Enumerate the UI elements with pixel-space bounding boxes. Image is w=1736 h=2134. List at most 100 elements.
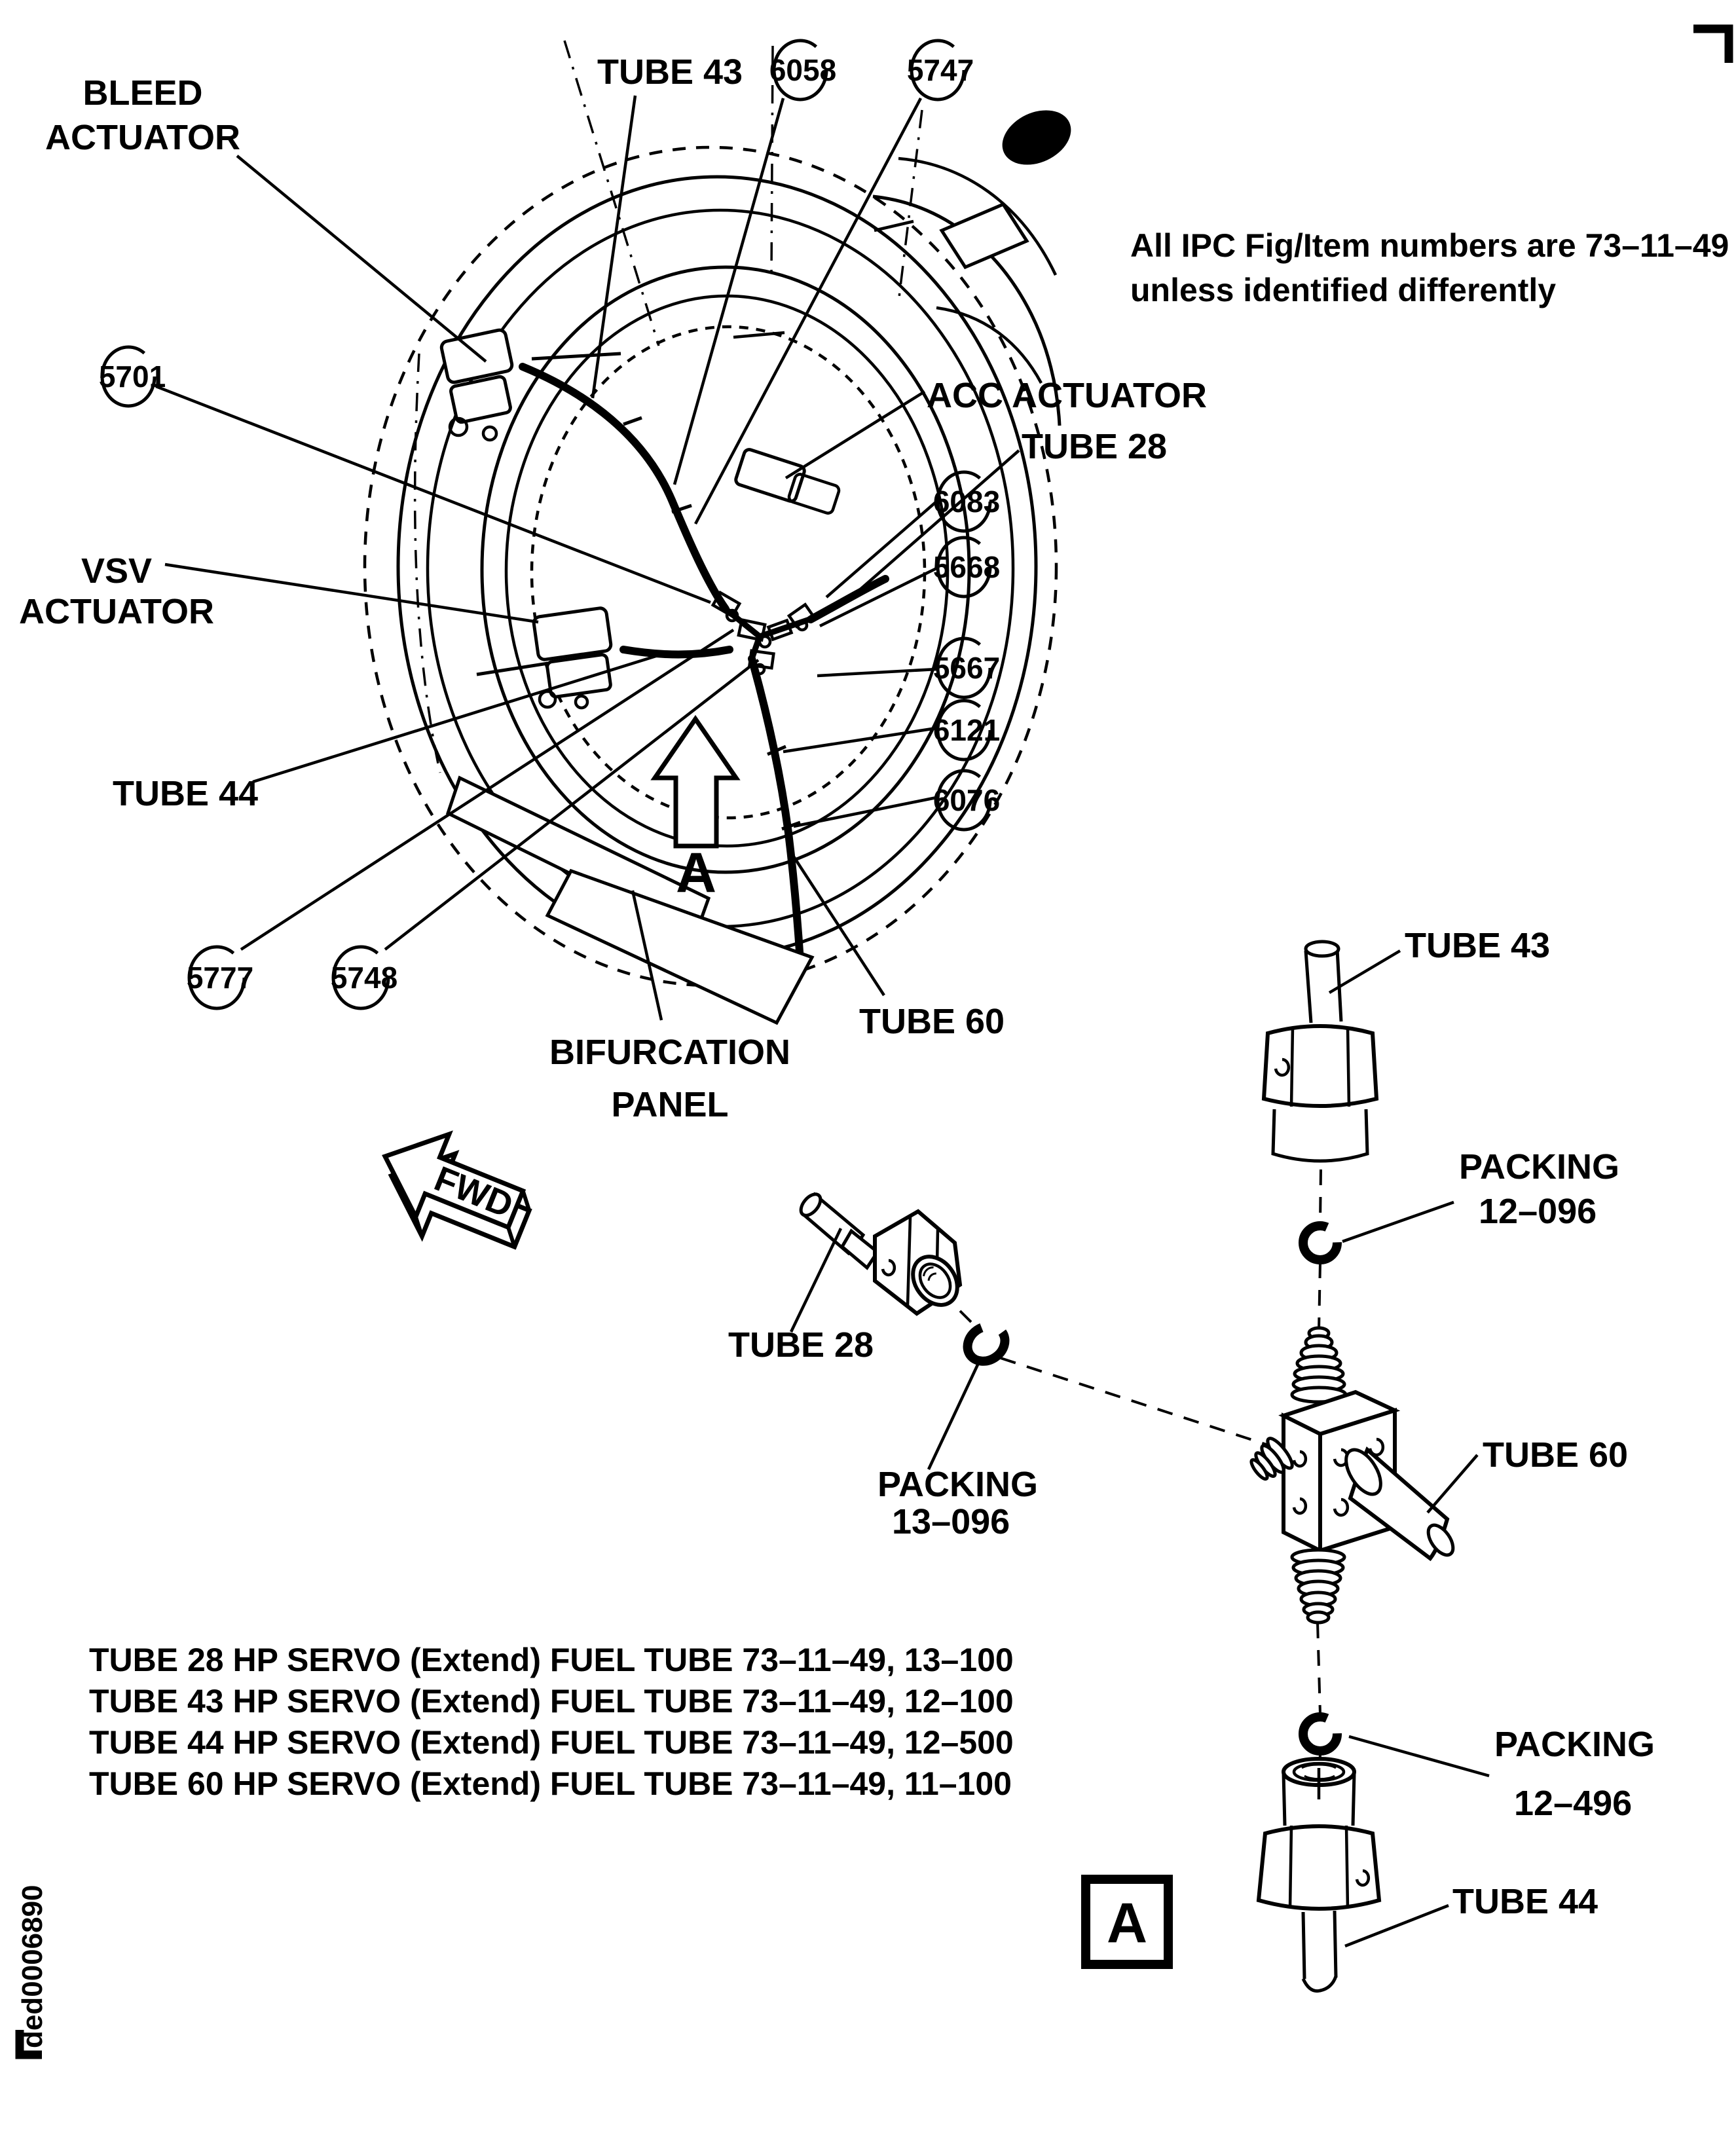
- svg-text:6121: 6121: [933, 713, 1000, 747]
- svg-text:5667: 5667: [933, 651, 1000, 685]
- centerline: [1316, 1622, 1321, 1715]
- centerline: [1319, 1169, 1322, 1224]
- label-packing-12-496-line2: 12–496: [1514, 1784, 1632, 1823]
- callout-6058: 6058: [769, 39, 836, 101]
- bifurcation-panel-shape: [545, 868, 815, 1025]
- engine-core-curve: [898, 156, 1058, 276]
- leader-line: [817, 667, 937, 678]
- engine-case-ring: [480, 265, 971, 874]
- label-packing-12-096-line1: PACKING: [1459, 1147, 1619, 1187]
- packing-13-096-oring: [963, 1321, 1010, 1366]
- centerline: [959, 1310, 978, 1329]
- construction-line: [897, 109, 923, 303]
- tick-mark: [733, 331, 785, 339]
- svg-text:5668: 5668: [933, 550, 1000, 584]
- callout-6083: 6083: [933, 470, 1000, 533]
- label-tube43-detail: TUBE 43: [1405, 926, 1550, 965]
- view-direction-arrow: [650, 714, 741, 849]
- parts-list-item: TUBE 43 HP SERVO (Extend) FUEL TUBE 73–1…: [89, 1683, 1014, 1720]
- leader-line: [1342, 1200, 1454, 1243]
- tick-mark: [531, 352, 621, 361]
- callout-5747: 5747: [907, 39, 974, 101]
- left-port-threads: [1249, 1437, 1294, 1481]
- label-packing-13-096-line2: 13–096: [892, 1502, 1010, 1541]
- label-packing-12-096-line2: 12–096: [1479, 1192, 1597, 1231]
- tick-mark: [874, 219, 914, 232]
- label-tube44-detail: TUBE 44: [1452, 1882, 1598, 1921]
- detail-marker-letter: A: [1107, 1892, 1147, 1955]
- leader-line: [789, 1228, 843, 1333]
- leader-line: [1344, 1904, 1449, 1948]
- parts-list-item: TUBE 44 HP SERVO (Extend) FUEL TUBE 73–1…: [89, 1724, 1014, 1761]
- tube-clamps: [623, 416, 801, 831]
- svg-text:6058: 6058: [769, 53, 836, 87]
- svg-text:6076: 6076: [933, 783, 1000, 817]
- leader-line: [240, 629, 735, 951]
- label-bifurcation-line1: BIFURCATION: [549, 1033, 790, 1072]
- construction-line: [413, 353, 441, 773]
- detail-marker-box: A: [1081, 1875, 1173, 1969]
- label-vsv-actuator-line1: VSV: [81, 551, 152, 591]
- leader-line: [825, 500, 938, 598]
- corner-mark-bottom-left: [15, 2030, 42, 2059]
- packing-12-496-oring: [1299, 1712, 1342, 1756]
- label-vsv-actuator-line2: ACTUATOR: [19, 592, 214, 631]
- label-bleed-actuator-line2: ACTUATOR: [45, 118, 240, 157]
- tube-44-line: [619, 646, 733, 659]
- leader-line: [591, 95, 637, 399]
- callout-6121: 6121: [933, 699, 1000, 762]
- packing-12-096-oring: [1299, 1221, 1342, 1264]
- document-id: ded0006890: [16, 1885, 48, 2048]
- corner-mark-top-right: [1693, 24, 1733, 63]
- svg-text:5747: 5747: [907, 53, 974, 87]
- vsv-actuator-device: [532, 606, 613, 710]
- leader-lines: [155, 95, 1020, 1021]
- leader-line: [673, 98, 785, 485]
- tube-60-line: [748, 655, 804, 965]
- tube-43-line: [519, 363, 729, 613]
- leader-line: [155, 384, 711, 604]
- leader-line: [694, 97, 922, 525]
- label-packing-13-096-line1: PACKING: [877, 1465, 1038, 1504]
- label-bifurcation-line2: PANEL: [611, 1085, 728, 1124]
- fitting-cluster: [711, 590, 815, 676]
- leader-line: [384, 659, 760, 951]
- callout-5777: 5777: [187, 945, 253, 1010]
- label-packing-12-496-line1: PACKING: [1494, 1725, 1655, 1764]
- acc-actuator-device: [734, 448, 841, 515]
- leader-line: [631, 890, 663, 1021]
- callout-5701: 5701: [99, 345, 166, 408]
- label-tube28-detail: TUBE 28: [728, 1325, 874, 1365]
- svg-text:6083: 6083: [933, 485, 1000, 519]
- tube-28-line: [807, 575, 889, 623]
- leader-line: [164, 562, 539, 624]
- cross-fitting-block: [1249, 1326, 1455, 1625]
- tube44-fitting: [1256, 1757, 1382, 1993]
- parts-list-item: TUBE 28 HP SERVO (Extend) FUEL TUBE 73–1…: [89, 1642, 1014, 1678]
- tube28-fitting: [799, 1192, 963, 1316]
- label-tube60-detail: TUBE 60: [1483, 1435, 1628, 1475]
- svg-text:5748: 5748: [331, 961, 397, 995]
- label-tube44-main: TUBE 44: [113, 774, 258, 813]
- label-tube28-main: TUBE 28: [1022, 427, 1167, 466]
- callouts: 6058 5747 5701 6083 5668 5667 6121 6076: [99, 39, 1000, 1010]
- engine-core-bracket: [939, 202, 1029, 270]
- callout-6076: 6076: [933, 769, 1000, 832]
- fwd-arrow: FWD: [382, 1130, 532, 1250]
- engine-case-ring-dashed: [530, 325, 927, 820]
- label-tube43-main: TUBE 43: [597, 52, 743, 92]
- leader-line: [236, 155, 487, 363]
- detail-view: TUBE 43 PACKING 12–096 TUBE 28 PACKING 1…: [728, 926, 1655, 1993]
- parts-list: TUBE 28 HP SERVO (Extend) FUEL TUBE 73–1…: [89, 1642, 1014, 1802]
- engine-illustration: A: [363, 40, 1071, 1025]
- leader-line: [793, 796, 937, 828]
- leader-line: [1348, 1735, 1490, 1778]
- svg-text:5777: 5777: [187, 961, 253, 995]
- leader-line: [785, 390, 926, 479]
- note-line2: unless identified differently: [1130, 272, 1556, 308]
- leader-line: [252, 653, 661, 784]
- leader-line: [819, 566, 937, 628]
- leader-line: [783, 726, 937, 754]
